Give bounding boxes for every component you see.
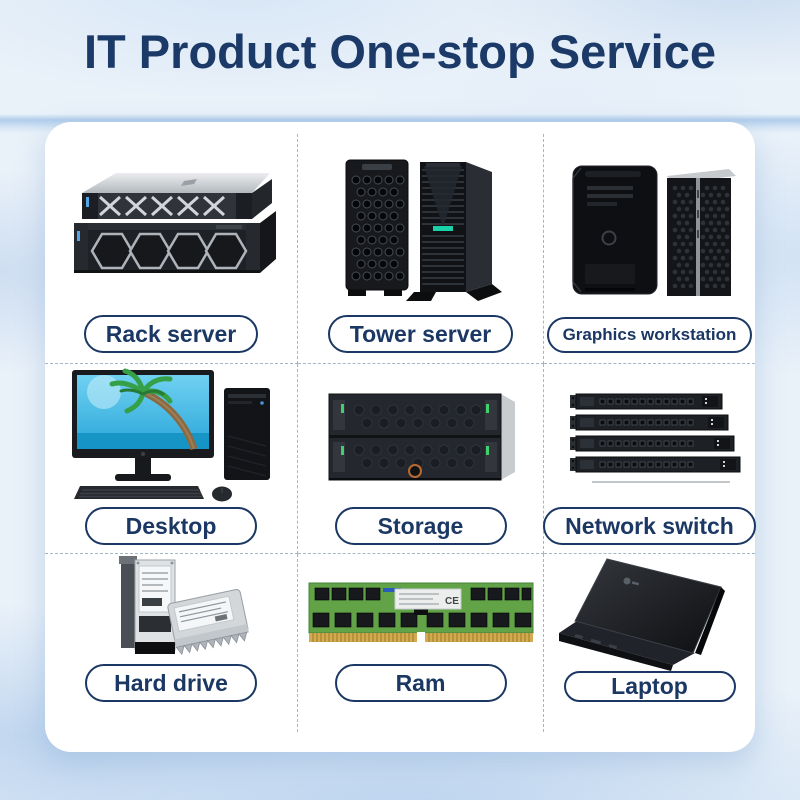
tower-server-image (298, 134, 543, 315)
rack-server-image (45, 134, 297, 315)
ram-button[interactable]: Ram (334, 664, 507, 702)
network-switch-icon (569, 393, 740, 483)
hard-drive-button[interactable]: Hard drive (85, 664, 257, 702)
category-cell-rack-server: Rack server (45, 134, 298, 364)
graphics-workstation-button[interactable]: Graphics workstation (546, 317, 753, 353)
network-switch-image (544, 364, 755, 507)
rack-server-icon (73, 172, 276, 273)
category-cell-tower-server: Tower server (298, 134, 544, 364)
ram-icon: CE (308, 582, 533, 643)
ram-image: CE (298, 554, 543, 664)
tower-server-button[interactable]: Tower server (327, 315, 514, 353)
graphics-workstation-image (544, 134, 755, 317)
product-card: Rack server (45, 122, 756, 752)
category-cell-network-switch: Network switch (543, 364, 756, 554)
laptop-button[interactable]: Laptop (563, 671, 736, 702)
laptop-icon (558, 558, 725, 671)
category-grid: Rack server (45, 122, 756, 752)
graphics-workstation-icon (571, 165, 736, 296)
storage-image (298, 364, 543, 507)
desktop-image (45, 364, 297, 507)
category-cell-storage: Storage (298, 364, 544, 554)
tower-server-icon (345, 159, 502, 301)
hard-drive-image (45, 554, 297, 664)
network-switch-button[interactable]: Network switch (543, 507, 756, 545)
category-cell-ram: CE Ram (298, 554, 544, 732)
desktop-icon (72, 368, 270, 501)
desktop-button[interactable]: Desktop (85, 507, 257, 545)
page-title: IT Product One-stop Service (83, 25, 717, 78)
storage-icon (328, 393, 515, 480)
svg-text:CE: CE (445, 596, 459, 607)
hard-drive-icon (119, 556, 249, 656)
rack-server-button[interactable]: Rack server (83, 315, 259, 353)
category-cell-graphics-workstation: Graphics workstation (544, 134, 755, 364)
laptop-image (544, 553, 755, 671)
category-cell-laptop: Laptop (544, 554, 755, 732)
category-cell-hard-drive: Hard drive (45, 554, 298, 732)
category-cell-desktop: Desktop (45, 364, 298, 554)
storage-button[interactable]: Storage (334, 507, 507, 545)
